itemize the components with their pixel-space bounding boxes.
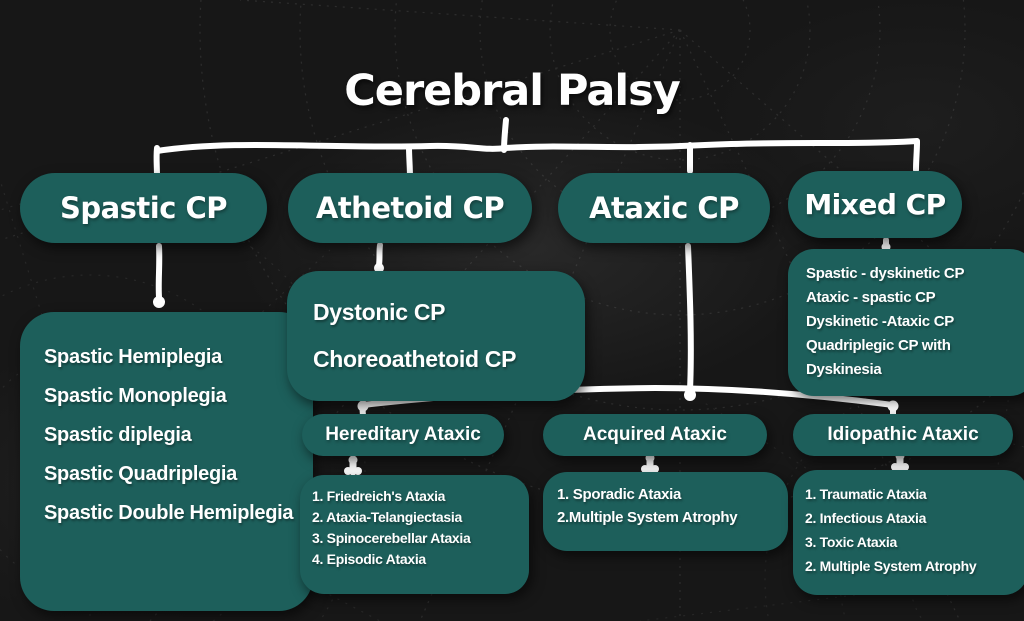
junction-dot [344, 467, 352, 475]
list-item: 2. Multiple System Atrophy [805, 558, 977, 574]
node-spastic-cp: Spastic CP [20, 173, 267, 243]
junction-dot [357, 400, 369, 412]
node-label: Hereditary Ataxic [325, 424, 481, 445]
junction-dot [891, 463, 899, 471]
spastic-subtypes-box: Spastic Hemiplegia Spastic Monoplegia Sp… [20, 312, 313, 611]
list-item: Spastic Quadriplegia [44, 463, 237, 485]
node-label: Mixed CP [804, 188, 946, 221]
junction-dot [651, 465, 659, 473]
connector-drop-mixed [913, 139, 920, 173]
connector-ataxic-to-tree [685, 243, 694, 393]
list-item: 1. Friedreich's Ataxia [312, 488, 446, 504]
list-item: Spastic Monoplegia [44, 385, 227, 407]
list-item: Ataxic - spastic CP [806, 289, 936, 306]
list-item: Quadriplegic CP with Dyskinesia [806, 337, 951, 378]
connector-athetoid-to-list [376, 242, 383, 268]
athetoid-subtypes-box: Dystonic CP Choreoathetoid CP [287, 271, 585, 401]
node-hereditary-ataxic: Hereditary Ataxic [302, 414, 504, 456]
list-item: 4. Episodic Ataxia [312, 551, 426, 567]
list-item: Dyskinetic -Ataxic CP [806, 313, 954, 330]
junction-dot [348, 455, 358, 465]
list-item: 3. Spinocerebellar Ataxia [312, 530, 471, 546]
junction-dot [684, 389, 696, 401]
acquired-ataxic-list: 1. Sporadic Ataxia 2.Multiple System Atr… [543, 472, 788, 551]
junction-dot [153, 296, 165, 308]
node-label: Idiopathic Ataxic [827, 424, 979, 445]
junction-dot [641, 465, 649, 473]
node-label: Spastic CP [59, 191, 228, 225]
mixed-subtypes-box: Spastic - dyskinetic CP Ataxic - spastic… [788, 249, 1024, 396]
list-item: 2. Ataxia-Telangiectasia [312, 509, 462, 525]
list-item: 2.Multiple System Atrophy [557, 509, 738, 526]
idiopathic-ataxic-list: 1. Traumatic Ataxia 2. Infectious Ataxia… [793, 470, 1024, 595]
node-label: Acquired Ataxic [583, 424, 727, 445]
hereditary-ataxic-list: 1. Friedreich's Ataxia 2. Ataxia-Telangi… [300, 475, 529, 594]
list-item: 1. Sporadic Ataxia [557, 486, 682, 503]
list-item: 3. Toxic Ataxia [805, 534, 897, 550]
node-athetoid-cp: Athetoid CP [288, 173, 532, 243]
junction-dot [887, 400, 899, 412]
node-label: Ataxic CP [589, 191, 739, 225]
junction-dot [354, 467, 362, 475]
list-item: Spastic diplegia [44, 424, 192, 446]
node-idiopathic-ataxic: Idiopathic Ataxic [793, 414, 1013, 456]
node-mixed-cp: Mixed CP [788, 171, 962, 238]
node-ataxic-cp: Ataxic CP [558, 173, 770, 243]
list-item: Dystonic CP [313, 299, 446, 325]
node-label: Athetoid CP [315, 191, 505, 225]
list-item: 2. Infectious Ataxia [805, 510, 927, 526]
node-acquired-ataxic: Acquired Ataxic [543, 414, 767, 456]
junction-dot [901, 463, 909, 471]
list-item: 1. Traumatic Ataxia [805, 486, 927, 502]
list-item: Spastic Hemiplegia [44, 346, 222, 368]
page-title: Cerebral Palsy [344, 66, 681, 116]
connector-top-horizontal [154, 138, 920, 154]
list-item: Choreoathetoid CP [313, 346, 517, 372]
connector-spastic-to-list [155, 243, 163, 300]
list-item: Spastic Double Hemiplegia [44, 502, 294, 524]
junction-dot [374, 263, 384, 273]
list-item: Spastic - dyskinetic CP [806, 265, 965, 282]
